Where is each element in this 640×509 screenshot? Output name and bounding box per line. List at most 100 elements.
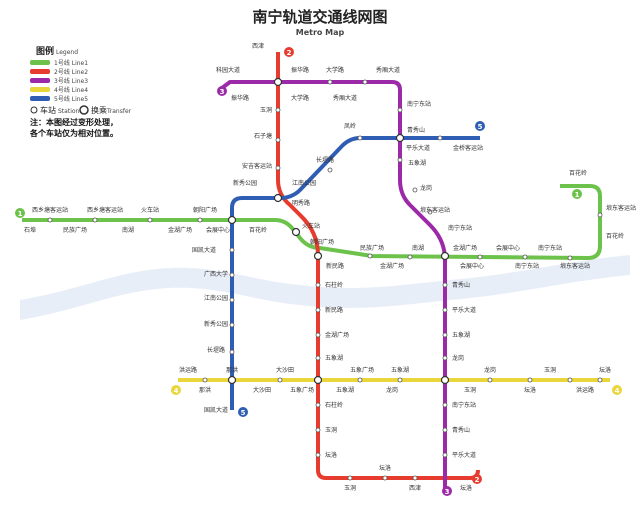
- station-label: 科园大道: [216, 66, 240, 74]
- station[interactable]: [202, 377, 208, 383]
- station-label: 西乡塘客运站: [87, 206, 123, 214]
- station[interactable]: [47, 217, 53, 223]
- station[interactable]: [327, 79, 333, 85]
- station-label: 石柱岭: [325, 281, 343, 289]
- station[interactable]: [197, 217, 203, 223]
- station[interactable]: [315, 427, 321, 433]
- legend-transfer-label-en: Transfer: [106, 108, 132, 115]
- station[interactable]: [315, 282, 321, 288]
- line-3-badge-south: 3: [442, 486, 452, 496]
- station[interactable]: [567, 255, 573, 261]
- transfer-stations: [227, 77, 450, 385]
- line-3-badge-north: 3: [217, 86, 227, 96]
- station-label: 南宁东站: [407, 100, 431, 108]
- transfer-station[interactable]: [313, 251, 323, 261]
- station[interactable]: [357, 377, 363, 383]
- station-label: 南宁东站: [515, 262, 539, 270]
- station-label: 玉洞: [325, 426, 337, 434]
- transfer-station[interactable]: [313, 375, 323, 385]
- station[interactable]: [397, 157, 403, 163]
- station[interactable]: [315, 402, 321, 408]
- transfer-station[interactable]: [227, 215, 237, 225]
- svg-text:4: 4: [174, 387, 179, 395]
- station-label: 新秀公园: [204, 320, 228, 328]
- station-label: 朝阳广场: [193, 206, 217, 214]
- station[interactable]: [597, 377, 603, 383]
- transfer-station[interactable]: [395, 133, 405, 143]
- station[interactable]: [229, 349, 235, 355]
- station[interactable]: [275, 137, 281, 143]
- station[interactable]: [407, 254, 413, 260]
- station-label: 振华路: [231, 94, 249, 102]
- station[interactable]: [442, 402, 448, 408]
- station[interactable]: [442, 355, 448, 361]
- station[interactable]: [367, 253, 373, 259]
- svg-text:3: 3: [445, 488, 450, 496]
- legend-note-line1: 注：本图经过变形处理，: [30, 117, 118, 127]
- station[interactable]: [275, 107, 281, 113]
- station-label: 民族广场: [360, 244, 384, 252]
- station[interactable]: [597, 212, 603, 218]
- station-label: 长堽路: [316, 156, 334, 164]
- station[interactable]: [412, 187, 418, 193]
- station[interactable]: [442, 332, 448, 338]
- station[interactable]: [315, 307, 321, 313]
- station-label: 五象广场: [290, 386, 314, 394]
- station[interactable]: [92, 217, 98, 223]
- station[interactable]: [315, 332, 321, 338]
- legend-station-symbol: [30, 106, 38, 114]
- station-label: 新民路: [325, 306, 343, 314]
- station[interactable]: [522, 254, 528, 260]
- transfer-station[interactable]: [273, 77, 283, 87]
- station-label: 大沙田: [253, 386, 271, 394]
- transfer-station[interactable]: [291, 227, 301, 237]
- station[interactable]: [382, 475, 388, 481]
- station[interactable]: [229, 322, 235, 328]
- station-label: 百花岭: [606, 232, 624, 240]
- station[interactable]: [567, 377, 573, 383]
- station[interactable]: [315, 452, 321, 458]
- transfer-station[interactable]: [273, 193, 283, 203]
- station-label: 五象湖: [336, 386, 354, 394]
- station[interactable]: [347, 475, 353, 481]
- svg-text:2: 2: [475, 476, 480, 484]
- station-label: 青秀山: [452, 426, 470, 434]
- station-label: 坛洛: [325, 451, 337, 459]
- legend: 图例 Legend 1号线 Line1 2号线 Line2 3号线 Line3 …: [29, 45, 132, 138]
- station-label: 龙岗: [484, 366, 496, 374]
- station[interactable]: [527, 377, 533, 383]
- station[interactable]: [357, 135, 363, 141]
- station[interactable]: [277, 377, 283, 383]
- station-label: 广西大学: [204, 270, 228, 278]
- station[interactable]: [275, 165, 281, 171]
- station[interactable]: [397, 107, 403, 113]
- station[interactable]: [427, 209, 433, 215]
- station[interactable]: [229, 272, 235, 278]
- station[interactable]: [362, 79, 368, 85]
- station[interactable]: [437, 135, 443, 141]
- station[interactable]: [477, 254, 483, 260]
- transfer-station[interactable]: [227, 375, 237, 385]
- station-label: 玉洞: [344, 484, 356, 492]
- transfer-station[interactable]: [440, 375, 450, 385]
- station[interactable]: [327, 167, 333, 173]
- station[interactable]: [229, 247, 235, 253]
- line-1-badge-west: 1: [15, 208, 25, 218]
- station[interactable]: [442, 427, 448, 433]
- station[interactable]: [229, 297, 235, 303]
- legend-swatch-line3: [30, 78, 50, 83]
- station[interactable]: [397, 377, 403, 383]
- station[interactable]: [412, 475, 418, 481]
- transfer-station[interactable]: [440, 251, 450, 261]
- line-2-badge-south: 2: [472, 474, 482, 484]
- station[interactable]: [442, 282, 448, 288]
- station[interactable]: [147, 217, 153, 223]
- station[interactable]: [442, 452, 448, 458]
- station[interactable]: [442, 307, 448, 313]
- legend-label-line4: 4号线 Line4: [54, 86, 88, 94]
- station-label: 坛洛: [460, 484, 472, 492]
- station-label: 龙岗: [386, 386, 398, 394]
- station[interactable]: [487, 377, 493, 383]
- station[interactable]: [315, 355, 321, 361]
